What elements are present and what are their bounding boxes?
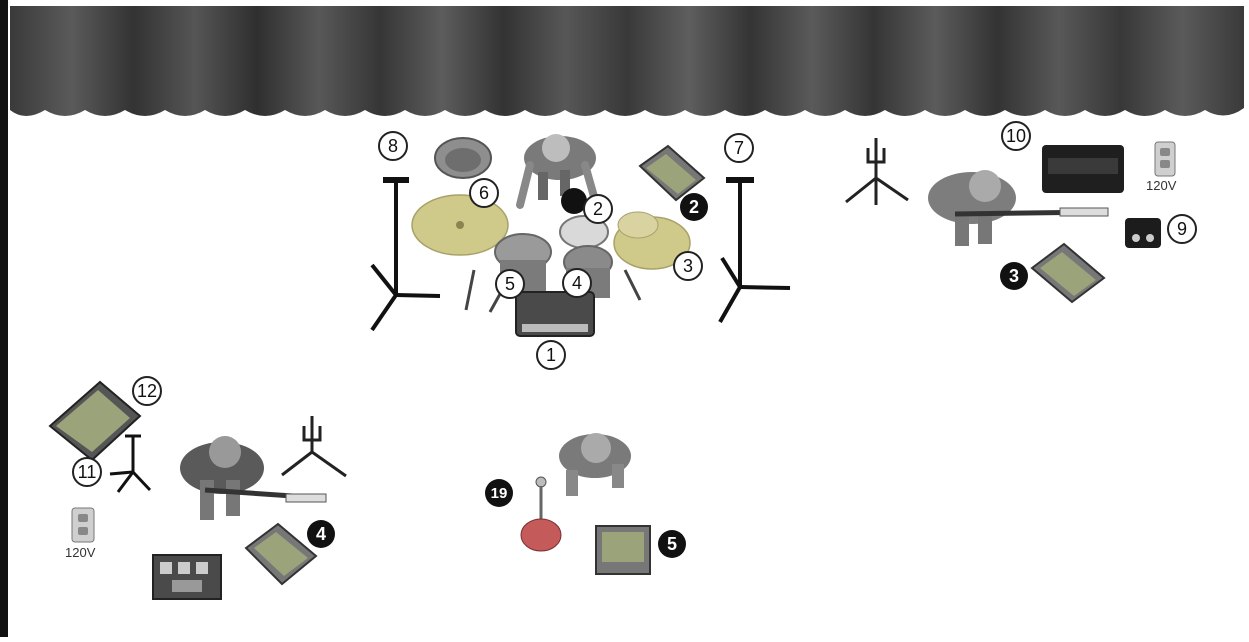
mic-stand-7 bbox=[718, 177, 791, 323]
label-8: 8 bbox=[378, 131, 408, 161]
monitor-wedge-4 bbox=[244, 522, 318, 586]
monitor-label-5: 5 bbox=[658, 530, 686, 558]
vocalist-figure bbox=[559, 433, 631, 496]
label-11: 11 bbox=[72, 457, 102, 487]
guitar-stand-right bbox=[845, 138, 909, 205]
label-2: 2 bbox=[583, 194, 613, 224]
bass-amp-head bbox=[1042, 145, 1124, 193]
monitor-wedge-3 bbox=[1030, 242, 1106, 304]
monitor-label-4: 4 bbox=[307, 520, 335, 548]
mic-stand-8 bbox=[370, 177, 441, 332]
voltage-label-left: 120V bbox=[65, 545, 96, 560]
label-6: 6 bbox=[469, 178, 499, 208]
label-1: 1 bbox=[536, 340, 566, 370]
label-7: 7 bbox=[724, 133, 754, 163]
monitor-label-3: 3 bbox=[1000, 262, 1028, 290]
monitor-label-2: 2 bbox=[680, 193, 708, 221]
stage-left-edge bbox=[0, 0, 8, 637]
outlet-left bbox=[71, 507, 95, 543]
label-5: 5 bbox=[495, 269, 525, 299]
drum-monitor-wedge bbox=[638, 144, 706, 202]
label-10: 10 bbox=[1001, 121, 1031, 151]
label-4: 4 bbox=[562, 268, 592, 298]
voltage-label-right: 120V bbox=[1146, 178, 1177, 193]
label-12: 12 bbox=[132, 376, 162, 406]
kick-pedal-dot bbox=[561, 188, 587, 214]
guitar-stand-left bbox=[281, 416, 347, 478]
monitor-wedge-5 bbox=[595, 525, 651, 575]
di-box-9 bbox=[1125, 218, 1161, 248]
vocal-mic-stand bbox=[520, 476, 562, 552]
pedalboard bbox=[152, 554, 222, 600]
outlet-right bbox=[1154, 141, 1176, 177]
label-9: 9 bbox=[1167, 214, 1197, 244]
guitar-amp-12 bbox=[48, 380, 142, 462]
monitor-label-19: 19 bbox=[485, 479, 513, 507]
hihat-cymbal bbox=[617, 211, 659, 239]
mic-stand-11 bbox=[109, 434, 152, 493]
bass-player-right bbox=[928, 170, 1109, 246]
curtain bbox=[10, 6, 1244, 116]
guitar-player-left bbox=[180, 436, 327, 520]
label-3: 3 bbox=[673, 251, 703, 281]
